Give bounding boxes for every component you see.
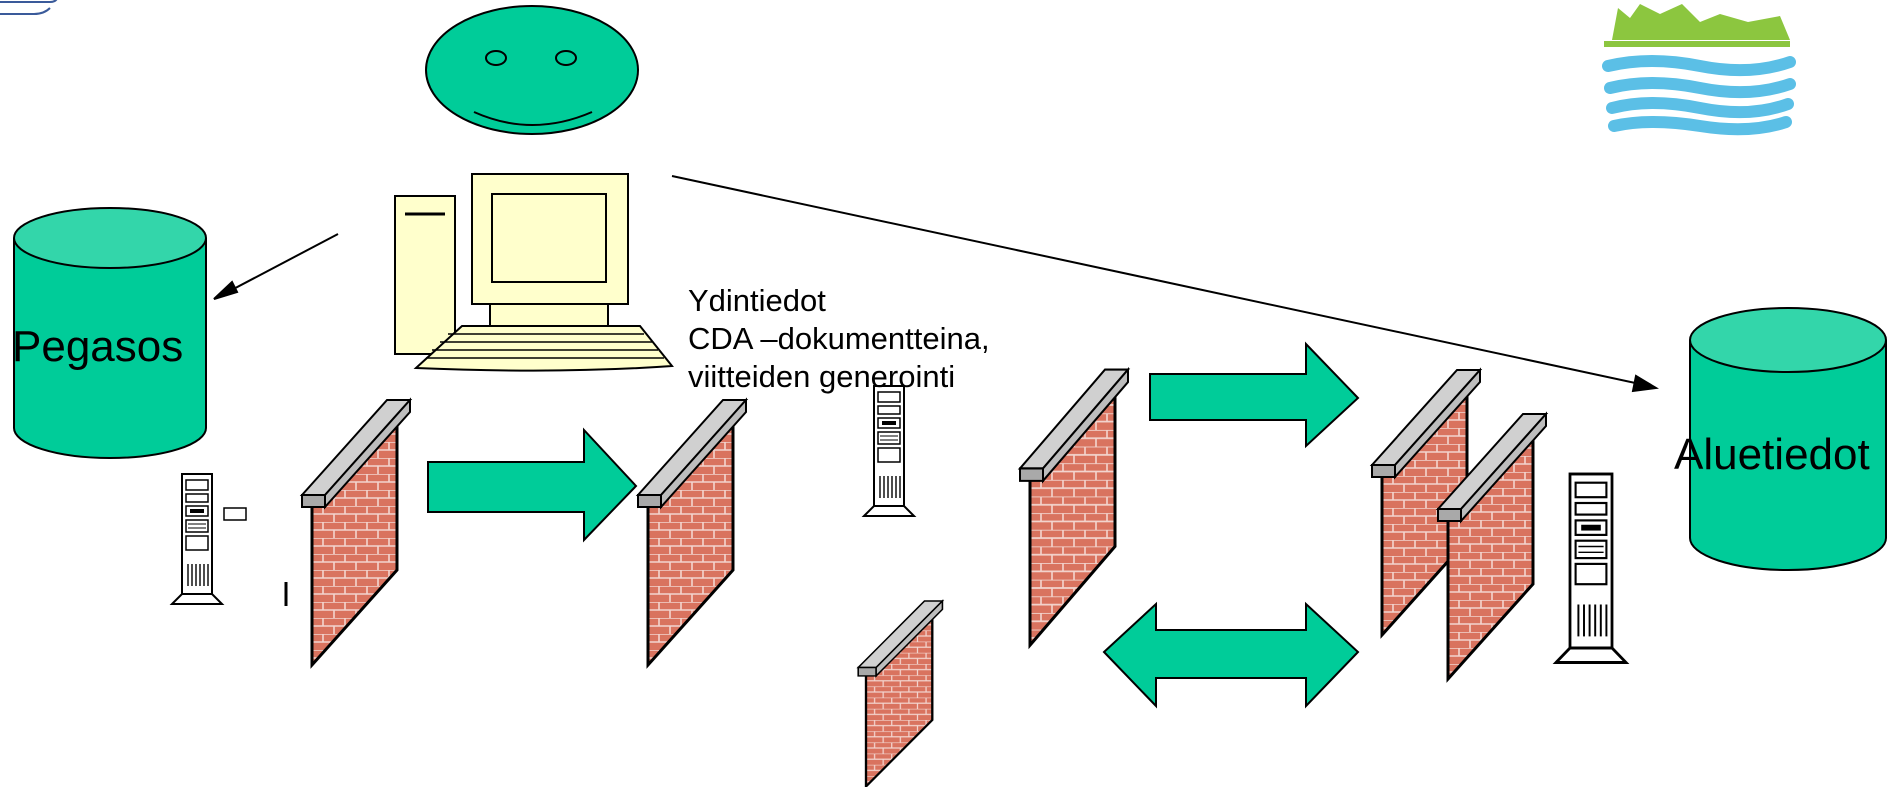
smiley-face-icon [425,5,639,135]
brick-firewall-icon [636,398,748,667]
tower-server-icon [171,473,223,605]
core-data-note: Ydintiedot CDA –dokumentteina, viitteide… [688,282,990,396]
brick-firewall-icon [857,599,944,787]
pegasos-database [13,207,207,459]
brick-firewall-icon [1018,368,1130,647]
regional-database [1689,307,1887,571]
transfer-arrow-top [1149,341,1360,449]
pegasos-label: Pegasos [12,322,184,371]
brick-firewall-icon [300,398,412,667]
note-line: viitteiden generointi [688,359,956,394]
note-line: Ydintiedot [688,283,826,318]
tower-server-icon [863,385,915,517]
transfer-arrow-left [427,427,638,543]
desktop-computer-icon [394,173,674,372]
tower-server-icon [1554,472,1628,664]
municipal-logo-icon [1602,4,1796,136]
regional-data-label: Aluetiedot [1674,430,1870,479]
bidirectional-arrow [1102,601,1360,709]
port-icon [223,507,247,521]
flow-arrows [213,175,1659,393]
callout-fragment [0,0,58,15]
note-line: CDA –dokumentteina, [688,321,990,356]
